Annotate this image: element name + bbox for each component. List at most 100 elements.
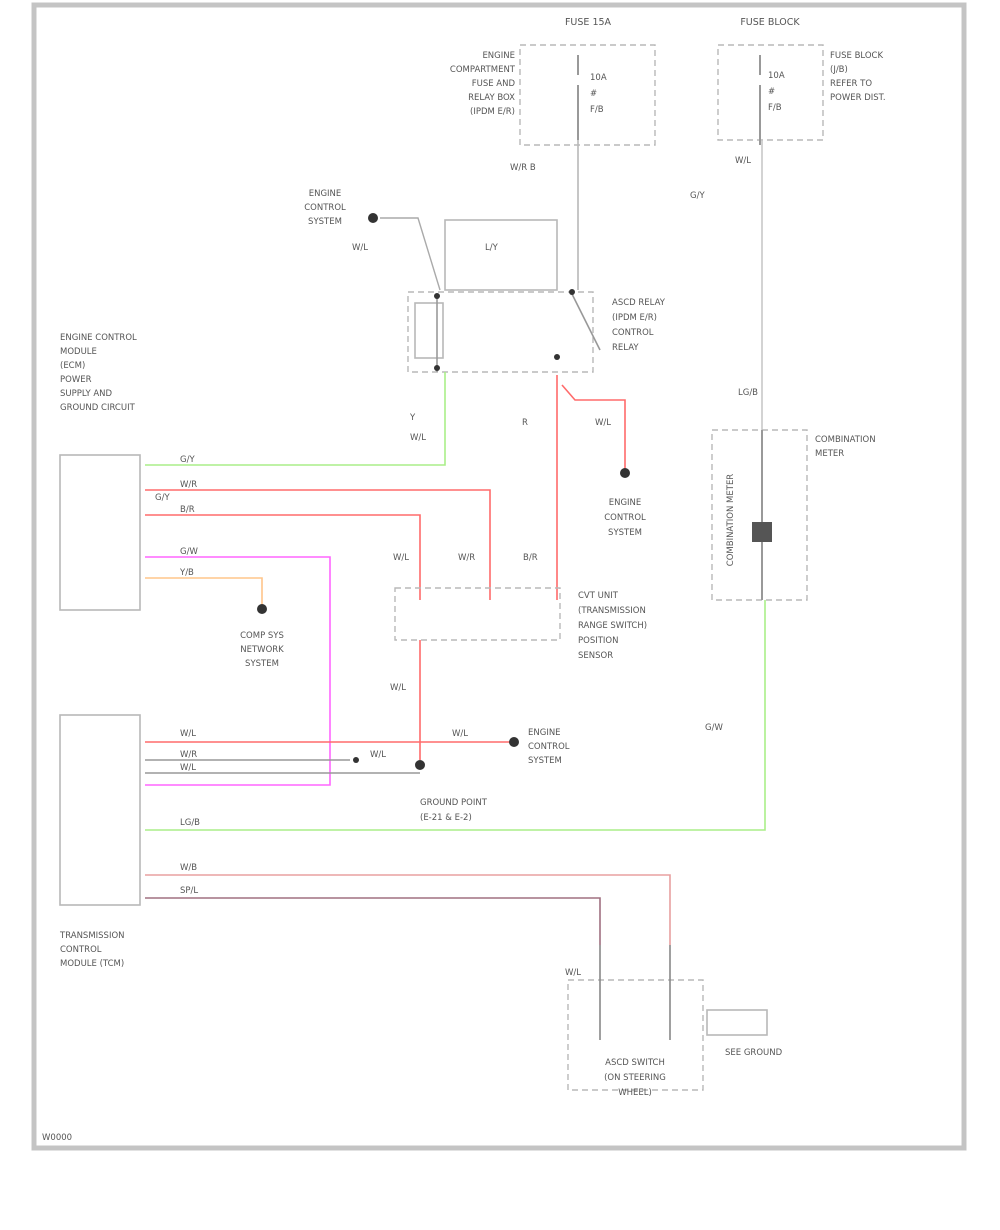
svg-text:COMBINATION METER: COMBINATION METER (726, 474, 736, 567)
svg-text:L/Y: L/Y (485, 243, 499, 253)
svg-text:ENGINE: ENGINE (609, 498, 642, 508)
svg-text:W/L: W/L (452, 729, 468, 739)
cvt-unit: W/L W/R B/R CVT UNIT (TRANSMISSION RANGE… (393, 553, 647, 661)
ascd-switch: W/L ASCD SWITCH (ON STEERING WHEEL) SEE … (565, 945, 783, 1098)
svg-text:SYSTEM: SYSTEM (308, 217, 342, 227)
svg-text:(IPDM E/R): (IPDM E/R) (612, 313, 657, 323)
engine-control-mid: ENGINE CONTROL SYSTEM (604, 498, 646, 538)
svg-text:CONTROL: CONTROL (60, 945, 102, 955)
svg-text:F/B: F/B (768, 103, 782, 113)
svg-text:FUSE AND: FUSE AND (472, 79, 516, 89)
svg-text:R: R (522, 418, 528, 428)
svg-text:CVT UNIT: CVT UNIT (578, 591, 619, 601)
svg-text:ENGINE: ENGINE (309, 189, 342, 199)
svg-text:TRANSMISSION: TRANSMISSION (59, 931, 125, 941)
fuse-box-left: FUSE 15A ENGINE COMPARTMENT FUSE AND REL… (450, 17, 656, 146)
svg-text:10A: 10A (590, 73, 607, 83)
svg-text:COMP SYS: COMP SYS (240, 631, 284, 641)
svg-text:ASCD SWITCH: ASCD SWITCH (605, 1058, 665, 1068)
svg-text:ENGINE: ENGINE (482, 51, 515, 61)
ascd-relay: L/Y ASCD RELAY (IPDM E/R) CONTROL RELAY (407, 219, 666, 373)
diagram-frame (31, 2, 967, 1151)
svg-text:#: # (590, 89, 597, 99)
svg-text:G/W: G/W (180, 547, 198, 557)
svg-text:WHEEL): WHEEL) (618, 1088, 652, 1098)
svg-text:ENGINE: ENGINE (528, 728, 561, 738)
svg-text:ASCD RELAY: ASCD RELAY (612, 298, 666, 308)
svg-text:W/L: W/L (393, 553, 409, 563)
svg-text:G/W: G/W (705, 723, 723, 733)
svg-text:W/L: W/L (352, 243, 368, 253)
svg-text:CONTROL: CONTROL (304, 203, 346, 213)
svg-text:G/Y: G/Y (180, 455, 195, 465)
svg-text:GROUND CIRCUIT: GROUND CIRCUIT (60, 403, 136, 413)
footer-code: W0000 (42, 1133, 72, 1143)
svg-text:(J/B): (J/B) (830, 65, 848, 75)
svg-text:W/L: W/L (390, 683, 406, 693)
combination-meter: COMBINATION METER COMBINATION METER LG/B (711, 388, 876, 601)
svg-text:CONTROL: CONTROL (612, 328, 654, 338)
svg-text:(TRANSMISSION: (TRANSMISSION (578, 606, 646, 616)
svg-text:FUSE BLOCK: FUSE BLOCK (740, 17, 800, 28)
svg-text:LG/B: LG/B (180, 818, 200, 828)
svg-text:SENSOR: SENSOR (578, 651, 613, 661)
svg-text:REFER TO: REFER TO (830, 79, 872, 89)
engine-control-low: ENGINE CONTROL SYSTEM (528, 728, 570, 766)
svg-text:RANGE SWITCH): RANGE SWITCH) (578, 621, 647, 631)
svg-text:(E-21 & E-2): (E-21 & E-2) (420, 813, 472, 823)
svg-text:SYSTEM: SYSTEM (245, 659, 279, 669)
svg-text:Y: Y (409, 413, 416, 423)
svg-text:(ECM): (ECM) (60, 361, 85, 371)
svg-text:POWER DIST.: POWER DIST. (830, 93, 886, 103)
svg-text:CONTROL: CONTROL (528, 742, 570, 752)
svg-text:(ON STEERING: (ON STEERING (604, 1073, 666, 1083)
svg-text:ENGINE CONTROL: ENGINE CONTROL (60, 333, 137, 343)
svg-text:F/B: F/B (590, 105, 604, 115)
comp-sys: COMP SYS NETWORK SYSTEM (240, 631, 284, 669)
svg-text:POSITION: POSITION (578, 636, 618, 646)
svg-text:SEE GROUND: SEE GROUND (725, 1048, 783, 1058)
svg-text:W/L: W/L (565, 968, 581, 978)
svg-text:LG/B: LG/B (738, 388, 758, 398)
ecm-block: ENGINE CONTROL MODULE (ECM) POWER SUPPLY… (59, 333, 141, 611)
svg-text:W/R: W/R (180, 750, 197, 760)
svg-text:B/R: B/R (523, 553, 538, 563)
svg-text:MODULE: MODULE (60, 347, 97, 357)
svg-text:NETWORK: NETWORK (240, 645, 284, 655)
svg-text:COMPARTMENT: COMPARTMENT (450, 65, 516, 75)
svg-text:SP/L: SP/L (180, 886, 198, 896)
svg-text:METER: METER (815, 449, 844, 459)
svg-text:10A: 10A (768, 71, 785, 81)
svg-text:FUSE BLOCK: FUSE BLOCK (830, 51, 883, 61)
svg-text:W/L: W/L (410, 433, 426, 443)
svg-text:B/R: B/R (180, 505, 195, 515)
svg-text:W/R: W/R (180, 480, 197, 490)
svg-text:RELAY: RELAY (612, 343, 639, 353)
svg-text:Y/B: Y/B (179, 568, 194, 578)
fuse-box-right: FUSE BLOCK FUSE BLOCK (J/B) REFER TO POW… (717, 17, 886, 145)
wire-label: W/R B (510, 163, 536, 173)
svg-text:CONTROL: CONTROL (604, 513, 646, 523)
tcm-block: TRANSMISSION CONTROL MODULE (TCM) (59, 714, 141, 969)
svg-text:GROUND POINT: GROUND POINT (420, 798, 488, 808)
svg-text:W/L: W/L (180, 729, 196, 739)
svg-text:FUSE 15A: FUSE 15A (565, 17, 612, 28)
svg-text:SYSTEM: SYSTEM (608, 528, 642, 538)
svg-text:#: # (768, 87, 775, 97)
engine-control-top: ENGINE CONTROL SYSTEM W/L (304, 189, 441, 291)
ground-point: GROUND POINT (E-21 & E-2) (420, 798, 488, 823)
svg-text:G/Y: G/Y (155, 493, 170, 503)
svg-text:SUPPLY AND: SUPPLY AND (60, 389, 113, 399)
svg-text:COMBINATION: COMBINATION (815, 435, 876, 445)
wire-label: G/Y (690, 191, 705, 201)
svg-text:W/R: W/R (458, 553, 475, 563)
svg-text:W/L: W/L (595, 418, 611, 428)
svg-text:W/L: W/L (370, 750, 386, 760)
svg-text:RELAY BOX: RELAY BOX (468, 93, 515, 103)
svg-text:SYSTEM: SYSTEM (528, 756, 562, 766)
svg-text:MODULE (TCM): MODULE (TCM) (60, 959, 124, 969)
svg-text:POWER: POWER (60, 375, 92, 385)
svg-text:(IPDM E/R): (IPDM E/R) (470, 107, 515, 117)
svg-text:W/L: W/L (180, 763, 196, 773)
